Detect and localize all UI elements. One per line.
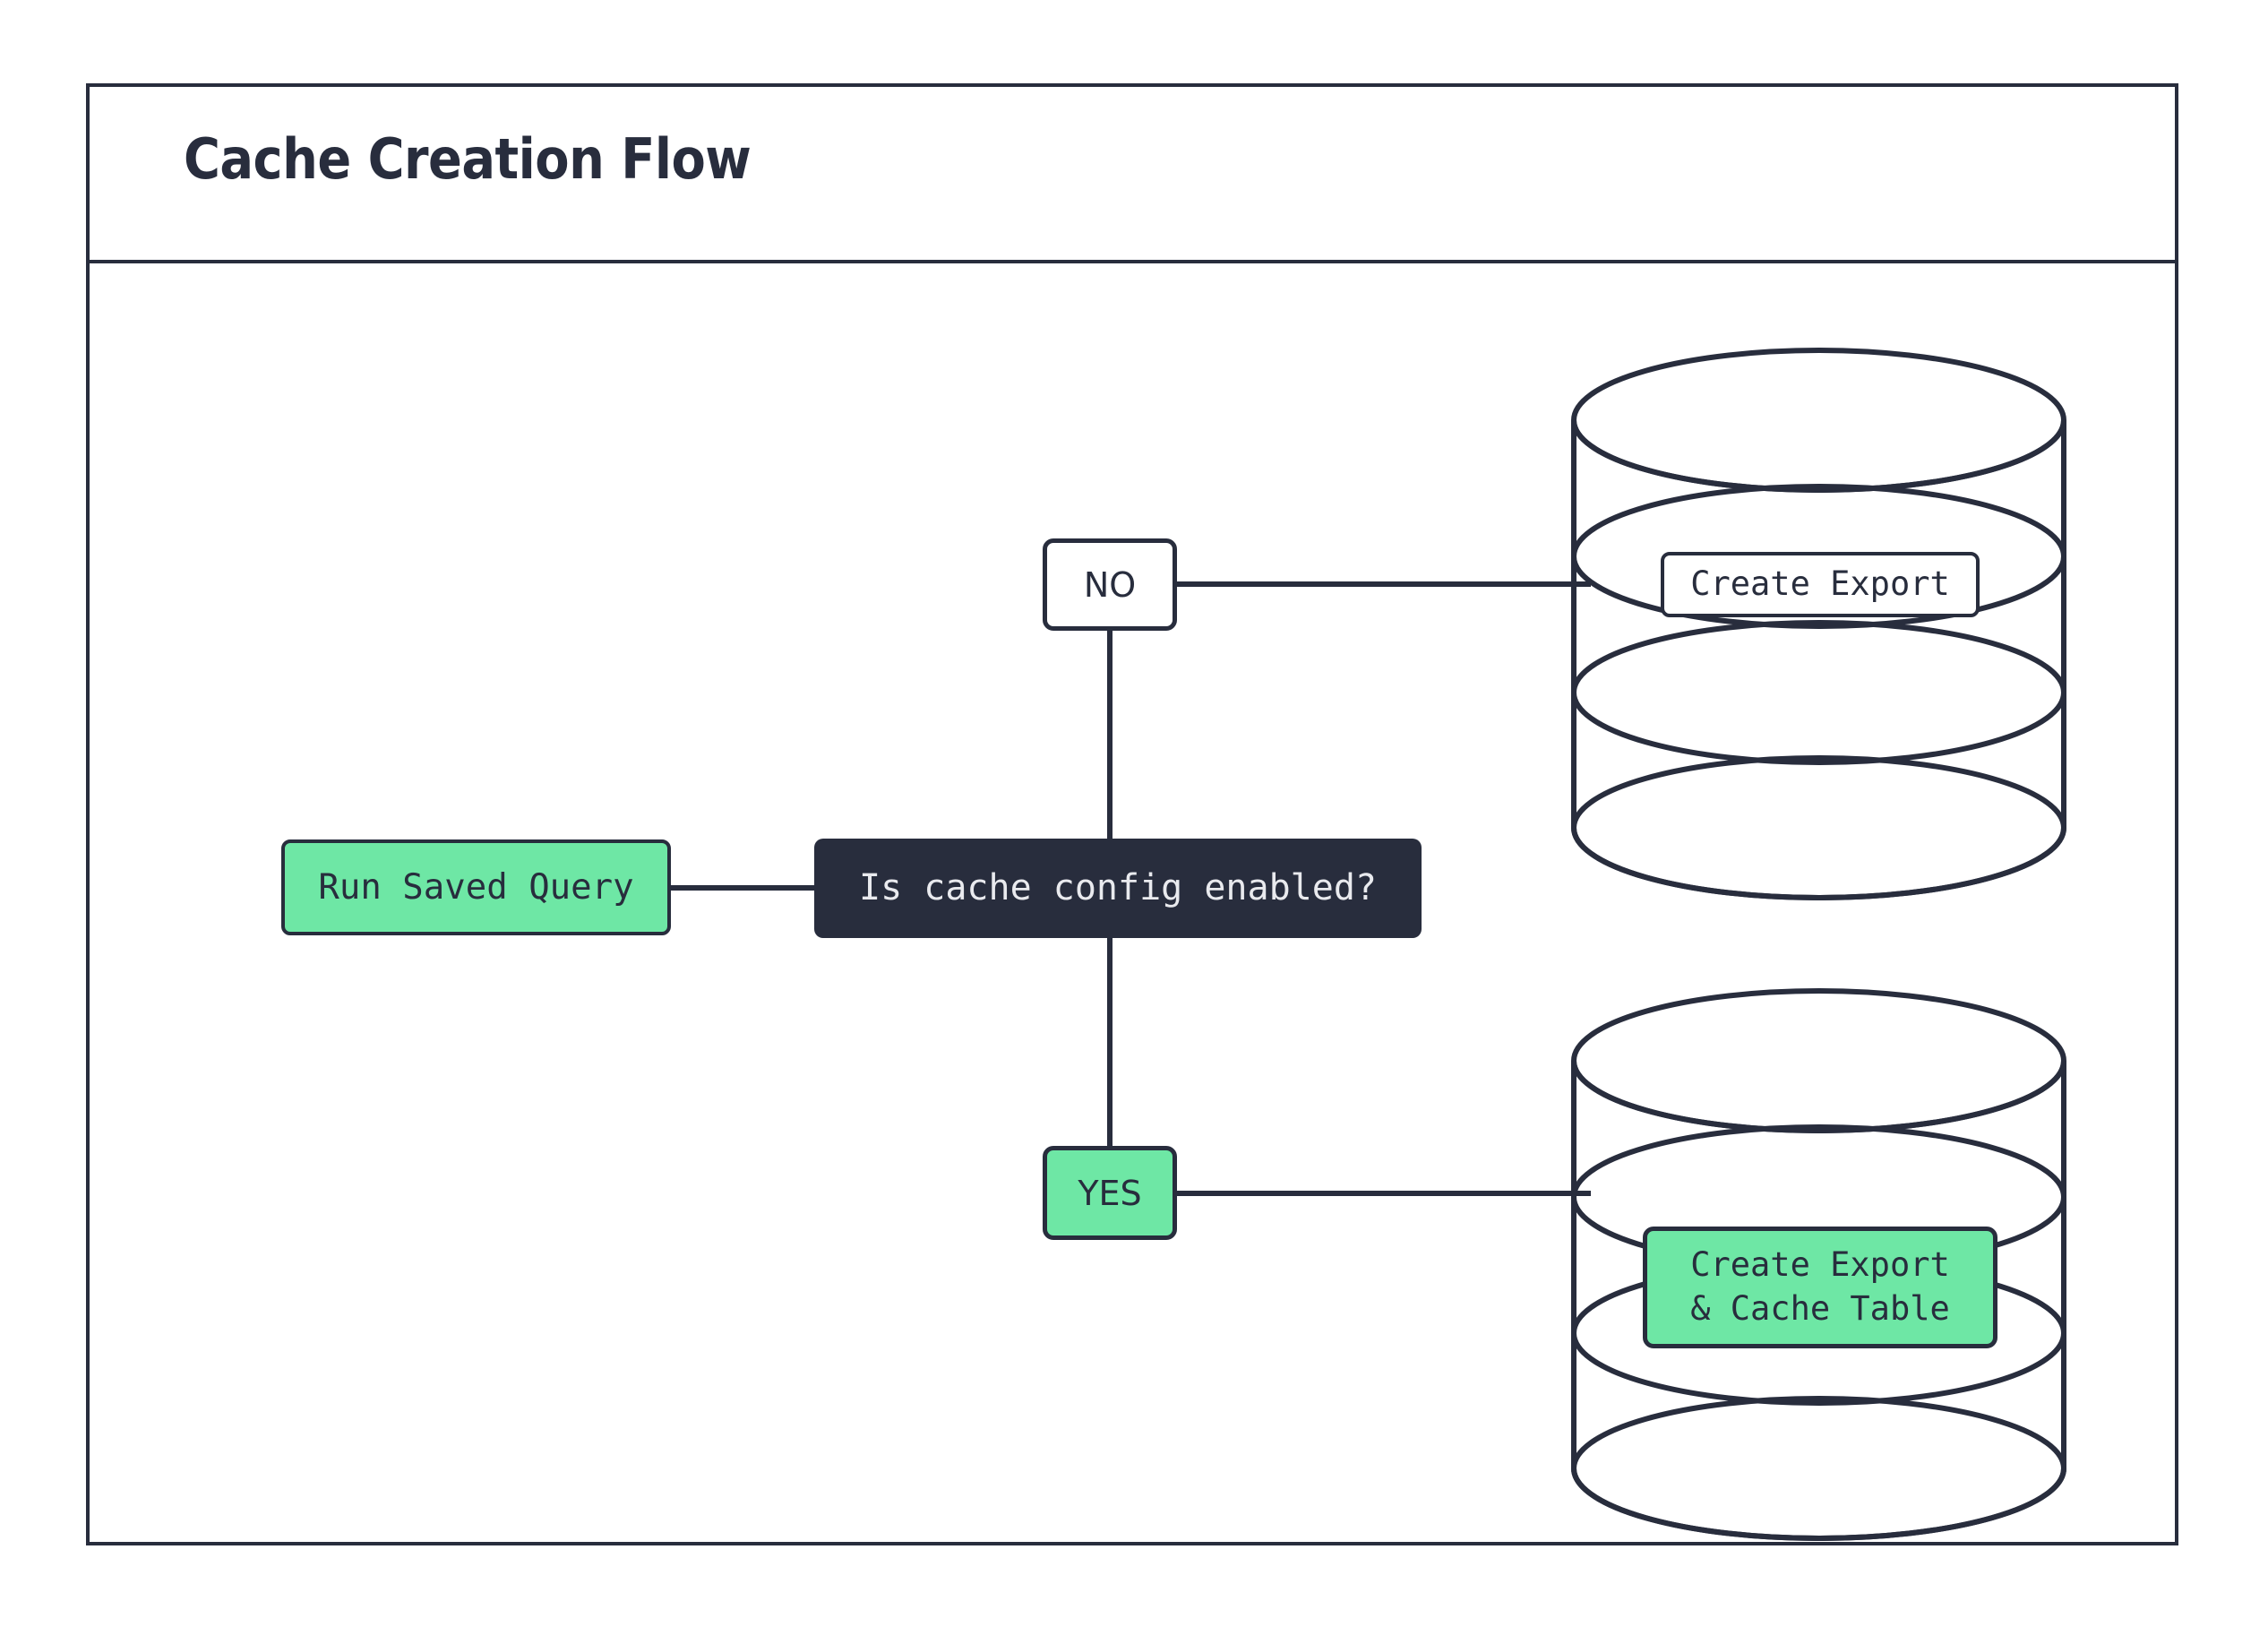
node-database-export-label[interactable]: Create Export — [1661, 552, 1980, 617]
database-export-cylinder — [1571, 348, 2066, 900]
diagram-canvas: Run Saved Query Is cache config enabled?… — [90, 263, 2175, 1545]
edge-label-no[interactable]: NO — [1043, 538, 1177, 631]
node-run-saved-query[interactable]: Run Saved Query — [281, 839, 671, 935]
node-database-export-cache-label[interactable]: Create Export & Cache Table — [1643, 1227, 1997, 1348]
page-title: Cache Creation Flow — [184, 126, 752, 192]
diagram-frame: Cache Creation Flow — [86, 83, 2178, 1545]
node-cache-config-decision[interactable]: Is cache config enabled? — [814, 839, 1422, 938]
diagram-header: Cache Creation Flow — [90, 87, 2175, 263]
edge-label-yes[interactable]: YES — [1043, 1146, 1177, 1240]
